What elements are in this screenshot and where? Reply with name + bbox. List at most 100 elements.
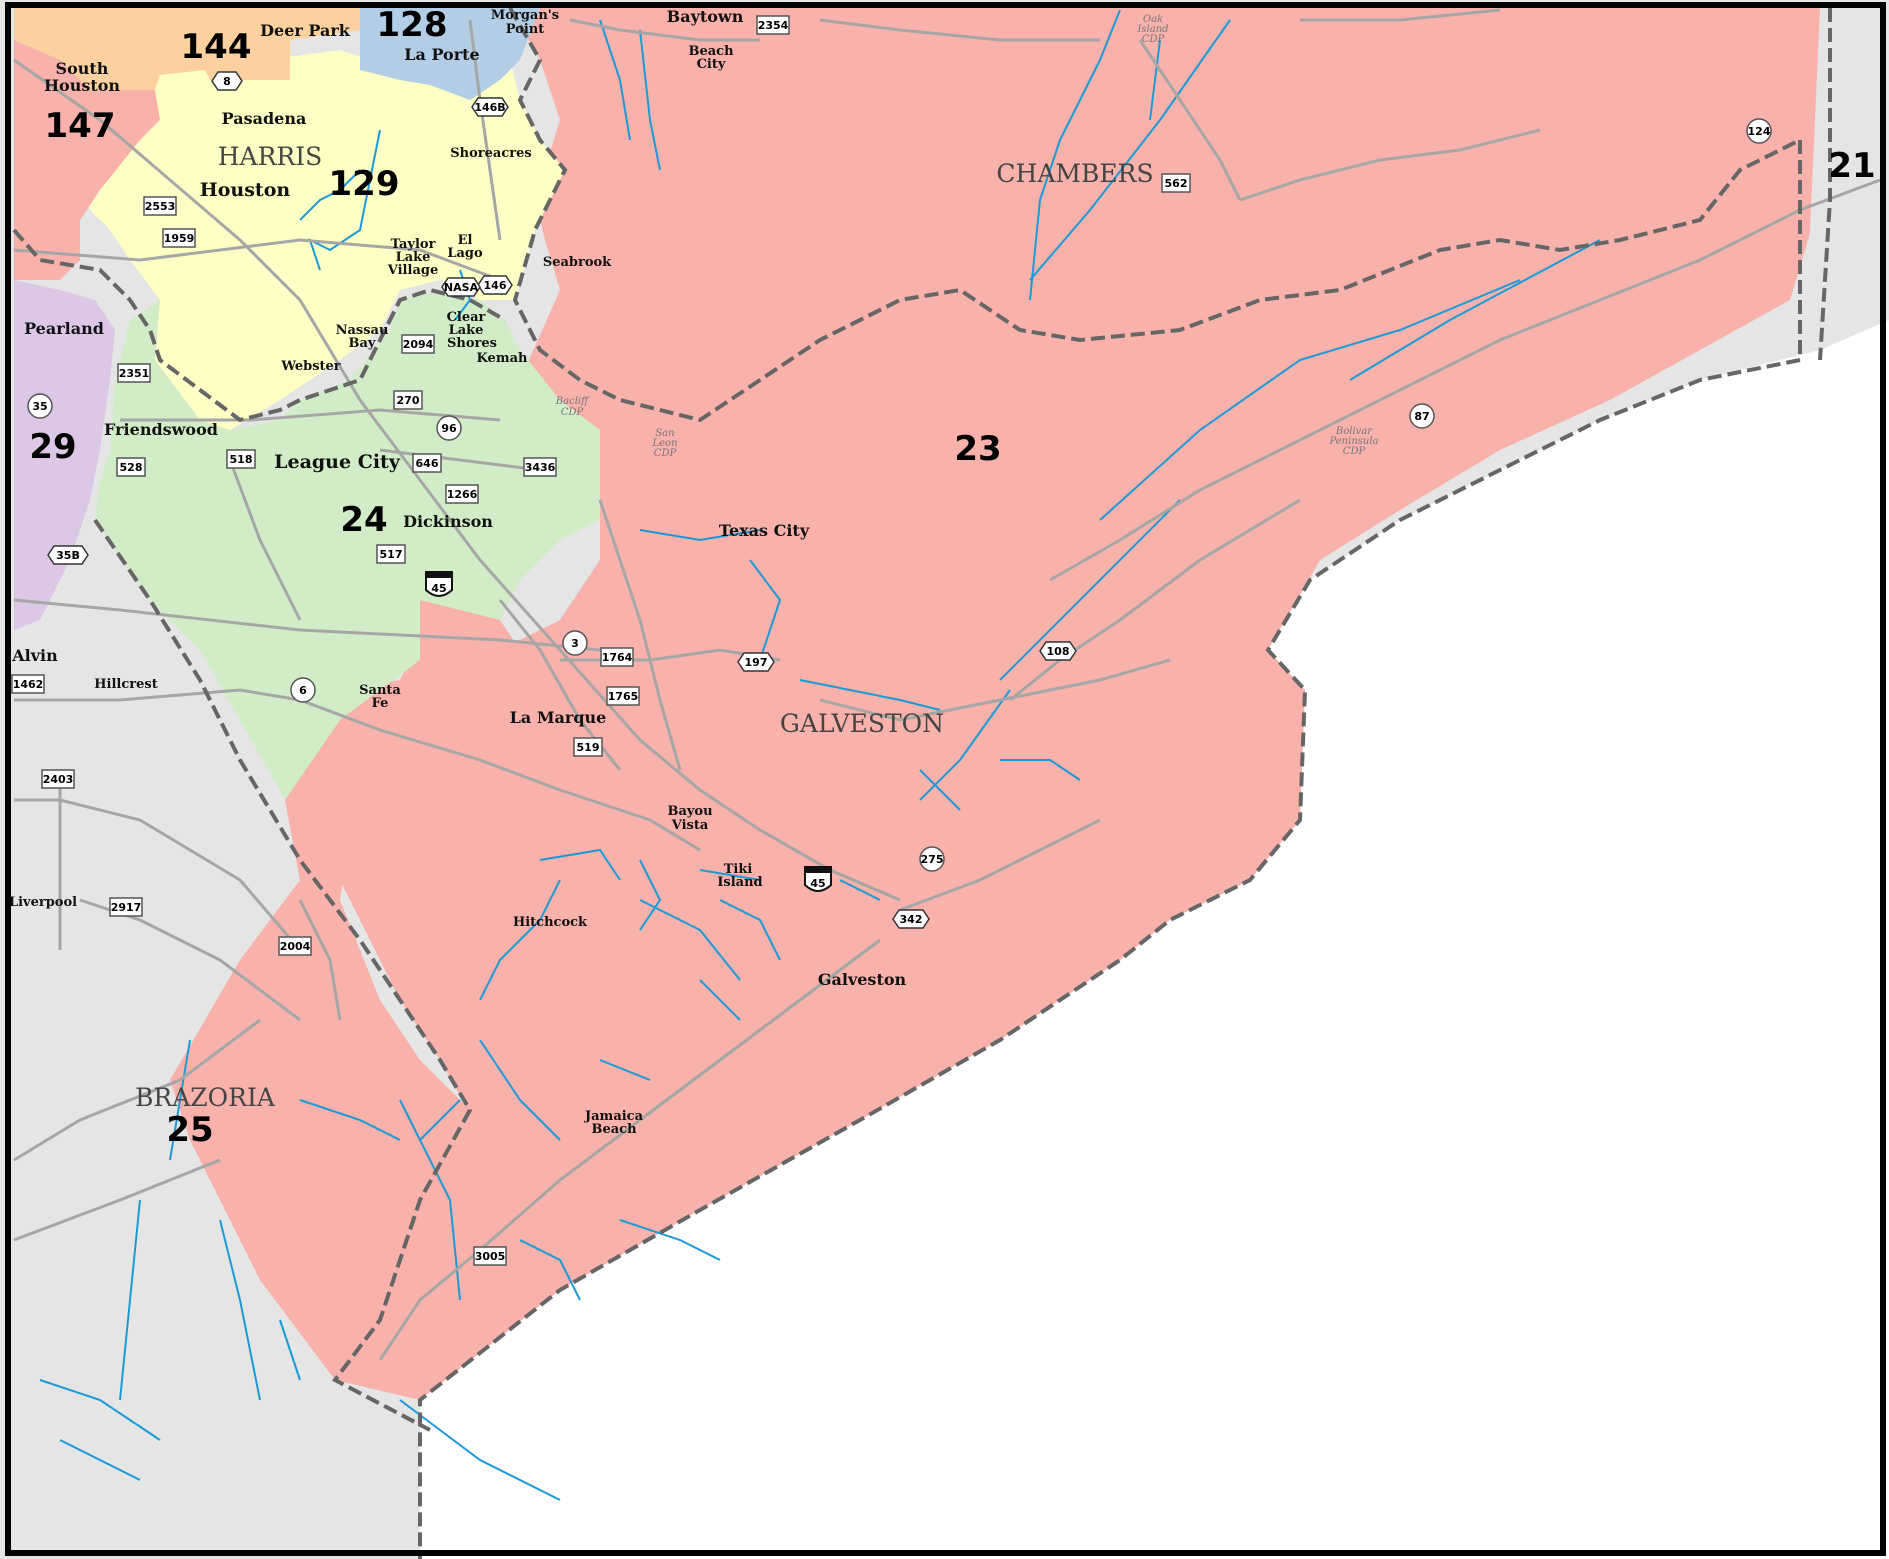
svg-text:2094: 2094 <box>403 338 434 351</box>
district-label-24: 24 <box>340 500 387 540</box>
cdp-labels: Oak Island CDP Bacliff CDP San Leon CDP … <box>555 14 1379 459</box>
cdp-oak-island-1: Oak <box>1143 14 1163 25</box>
county-label-brazoria: BRAZORIA <box>135 1083 276 1112</box>
route-shield-1764: 1764 <box>600 647 634 667</box>
svg-text:646: 646 <box>416 457 439 470</box>
svg-text:2004: 2004 <box>280 940 311 953</box>
place-texas-city: Texas City <box>719 521 810 540</box>
place-jamaica-beach-1: Jamaica <box>584 1109 644 1124</box>
route-shield-2553: 2553 <box>143 196 177 216</box>
district-label-129: 129 <box>329 164 400 204</box>
place-liverpool: Liverpool <box>9 895 77 910</box>
place-alvin: Alvin <box>11 646 58 665</box>
place-santa-fe-2: Fe <box>372 696 389 711</box>
gulf-of-mexico <box>420 320 1889 1559</box>
route-shield-197: 197 <box>737 652 775 672</box>
district-23-region <box>285 8 1820 1400</box>
svg-text:108: 108 <box>1047 645 1070 658</box>
place-nassau-bay-1: Nassau <box>336 323 389 338</box>
route-shield-2351: 2351 <box>117 363 151 383</box>
district-label-147: 147 <box>45 106 116 146</box>
road-network <box>13 8 1881 1361</box>
place-taylor-lake-3: Village <box>387 263 438 278</box>
place-houston: Houston <box>200 179 291 201</box>
place-friendswood: Friendswood <box>104 420 218 439</box>
place-south-houston-2: Houston <box>44 76 120 95</box>
svg-text:197: 197 <box>745 656 768 669</box>
svg-text:1765: 1765 <box>608 690 639 703</box>
cdp-bolivar-1: Bolivar <box>1335 426 1373 437</box>
district-label-144: 144 <box>181 27 252 67</box>
route-shield-528: 528 <box>116 457 146 477</box>
district-label-23: 23 <box>954 429 1001 469</box>
place-shoreacres: Shoreacres <box>450 146 531 161</box>
route-shield-96: 96 <box>436 415 462 441</box>
place-hillcrest: Hillcrest <box>94 677 157 692</box>
svg-text:3: 3 <box>571 637 579 650</box>
svg-text:45: 45 <box>431 582 446 595</box>
route-shield-108: 108 <box>1039 641 1077 661</box>
place-dickinson: Dickinson <box>403 512 493 531</box>
place-beach-city-1: Beach <box>688 44 734 59</box>
cdp-bolivar-3: CDP <box>1343 446 1366 457</box>
route-shield-3436: 3436 <box>523 457 557 477</box>
county-boundaries <box>12 7 1832 1559</box>
route-shield-2094: 2094 <box>401 334 435 354</box>
svg-text:NASA: NASA <box>444 281 479 294</box>
water-features <box>39 9 1601 1501</box>
route-shield-519: 519 <box>573 737 603 757</box>
place-tiki-island-2: Island <box>717 875 762 890</box>
district-144-region <box>14 8 360 90</box>
interstate-45-shield-south: 45 <box>804 866 832 892</box>
district-label-128: 128 <box>377 5 448 45</box>
route-shield-2354: 2354 <box>756 15 790 35</box>
svg-text:517: 517 <box>380 548 403 561</box>
county-label-chambers: CHAMBERS <box>996 159 1153 188</box>
cdp-bacliff-1: Bacliff <box>555 396 590 407</box>
svg-text:1959: 1959 <box>164 232 195 245</box>
map-frame <box>5 2 1886 1556</box>
district-label-25: 25 <box>166 1110 213 1150</box>
place-kemah: Kemah <box>477 351 528 366</box>
route-shield-2917: 2917 <box>109 897 143 917</box>
place-pearland: Pearland <box>24 319 104 338</box>
place-hitchcock: Hitchcock <box>513 915 588 930</box>
cdp-bolivar-2: Peninsula <box>1328 436 1378 447</box>
svg-text:1764: 1764 <box>602 651 633 664</box>
svg-text:45: 45 <box>810 877 825 890</box>
cdp-oak-island-2: Island <box>1136 24 1168 35</box>
route-shield-1959: 1959 <box>162 228 196 248</box>
place-el-lago-1: El <box>458 233 473 248</box>
place-beach-city-2: City <box>697 57 726 72</box>
place-league-city: League City <box>274 451 401 473</box>
svg-text:96: 96 <box>441 422 457 435</box>
place-south-houston-1: South <box>56 59 109 78</box>
place-taylor-lake-1: Taylor <box>391 237 436 252</box>
svg-text:3005: 3005 <box>475 1250 506 1263</box>
district-label-29: 29 <box>29 427 76 467</box>
route-shield-124: 124 <box>1746 118 1772 144</box>
route-shield-275: 275 <box>919 846 945 872</box>
svg-text:146B: 146B <box>474 101 505 114</box>
svg-text:1266: 1266 <box>447 488 478 501</box>
district-29-region <box>14 280 115 630</box>
place-la-porte: La Porte <box>404 45 479 64</box>
route-shield-1765: 1765 <box>606 686 640 706</box>
route-shield-3: 3 <box>562 630 588 656</box>
place-seabrook: Seabrook <box>543 255 612 270</box>
route-shield-6: 6 <box>290 677 316 703</box>
place-morgans-point-1: Morgan's <box>491 8 559 23</box>
route-shield-270: 270 <box>393 390 423 410</box>
svg-text:562: 562 <box>1165 177 1188 190</box>
cdp-san-leon-1: San <box>655 428 674 439</box>
place-bayou-vista-2: Vista <box>671 818 709 833</box>
cdp-san-leon-2: Leon <box>651 438 677 449</box>
route-shield-342: 342 <box>892 909 930 929</box>
svg-text:6: 6 <box>299 684 307 697</box>
district-147-region <box>14 40 160 280</box>
place-bayou-vista-1: Bayou <box>667 804 712 819</box>
route-shield-146b: 146B <box>471 97 509 117</box>
route-shield-517: 517 <box>376 544 406 564</box>
place-clear-lake-1: Clear <box>447 310 486 325</box>
